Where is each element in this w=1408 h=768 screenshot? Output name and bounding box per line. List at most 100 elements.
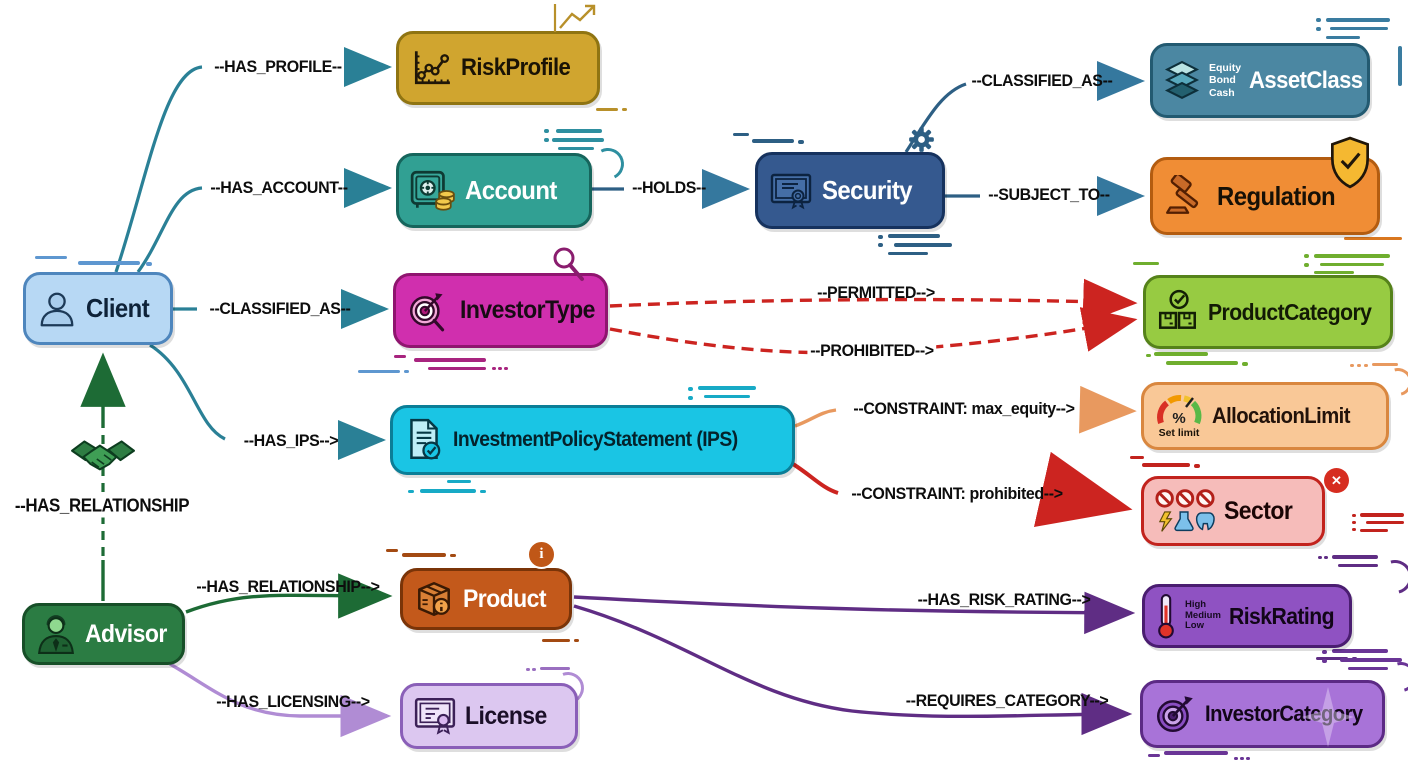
accent-dash (1332, 555, 1378, 559)
accent-dash (1330, 27, 1388, 30)
layers-icon (1163, 60, 1201, 102)
accent-dot (1357, 364, 1361, 367)
assetclass-sublabel-bond: Bond (1209, 74, 1236, 87)
certificate-icon (768, 171, 814, 211)
accent-dash (1332, 649, 1388, 653)
accent-dash (552, 138, 604, 142)
node-license-label: License (465, 701, 547, 730)
trend-up-icon (552, 2, 602, 34)
accent-dash (414, 358, 486, 362)
edge-label-constraint-prohibited: --CONSTRAINT: prohibited--> (851, 484, 1063, 503)
accent-dash (704, 395, 750, 398)
accent-dot (878, 235, 883, 239)
accent-dash (78, 261, 140, 265)
node-regulation: Regulation (1150, 157, 1380, 235)
svg-text:%: % (1172, 410, 1185, 427)
gavel-icon (1163, 175, 1209, 217)
node-regulation-label: Regulation (1217, 180, 1336, 211)
assetclass-sublabels: Equity Bond Cash (1209, 62, 1241, 98)
accent-dot (1242, 362, 1248, 366)
node-sector: Sector (1141, 476, 1325, 546)
edge-label-has-ips: --HAS_IPS--> (243, 431, 339, 450)
target-icon (1153, 692, 1197, 736)
accent-dot (532, 668, 536, 671)
accent-dot (544, 138, 549, 142)
allocationlimit-sublabel: Set limit (1158, 427, 1200, 439)
accent-dot (878, 243, 883, 247)
accent-dash (596, 108, 618, 111)
edge-label-has-relationship-client: --HAS_RELATIONSHIP (12, 494, 192, 518)
accent-dash (1148, 754, 1160, 757)
edge-label-constraint-max-equity: --CONSTRAINT: max_equity--> (853, 399, 1075, 418)
accent-dot (688, 396, 693, 400)
node-product-label: Product (463, 584, 547, 613)
accent-dot (1324, 556, 1328, 559)
accent-dash (540, 667, 570, 670)
accent-dot (798, 140, 804, 144)
accent-dot (544, 129, 549, 133)
accent-dash (1164, 751, 1228, 755)
riskrating-sublabels: High Medium Low (1185, 599, 1221, 633)
accent-dash (1344, 237, 1402, 240)
accent-dash (894, 243, 952, 247)
accent-dot (1364, 364, 1368, 367)
accent-dot (1352, 528, 1356, 531)
document-check-icon (403, 417, 445, 463)
accent-dash (1316, 657, 1348, 660)
accent-dot (1322, 650, 1327, 654)
accent-dot (480, 490, 486, 493)
accent-dot (1234, 757, 1238, 760)
accent-dash (1360, 529, 1388, 532)
accent-dash (1314, 254, 1390, 258)
accent-dot (146, 262, 152, 266)
node-product: Product (400, 568, 572, 630)
node-ips: InvestmentPolicyStatement (IPS) (390, 405, 795, 475)
node-license: License (400, 683, 578, 749)
accent-dash (558, 147, 594, 150)
accent-dash (698, 386, 756, 390)
accent-dash (1366, 521, 1404, 524)
node-allocationlimit: % Set limit AllocationLimit (1141, 382, 1389, 450)
accent-dot (504, 367, 508, 370)
node-riskrating: High Medium Low RiskRating (1142, 584, 1352, 648)
box-info-icon (413, 578, 455, 620)
edge-label-has-account: --HAS_ACCOUNT-- (210, 178, 348, 197)
node-advisor-label: Advisor (85, 619, 167, 648)
node-security: Security (755, 152, 945, 229)
accent-dash (1166, 361, 1238, 365)
accent-dash (733, 133, 749, 136)
accent-dash (1314, 271, 1354, 274)
assetclass-sublabel-cash: Cash (1209, 86, 1235, 99)
prohibited-industries-icon (1154, 487, 1216, 535)
edge-label-has-relationship-product: --HAS_RELATIONSHIP--> (196, 577, 380, 596)
magnifier-icon (550, 246, 586, 284)
info-badge-glyph: i (539, 546, 544, 562)
gauge-icon: % Set limit (1154, 393, 1204, 439)
accent-dash (35, 256, 67, 259)
accent-dash (402, 553, 446, 557)
node-account-label: Account (465, 175, 557, 205)
blocked-badge-icon: ✕ (1324, 468, 1349, 493)
accent-dot (574, 639, 579, 642)
accent-dash (1338, 564, 1378, 567)
node-security-label: Security (822, 175, 913, 205)
accent-dot (404, 370, 409, 373)
accent-dot (492, 367, 496, 370)
node-productcategory: ProductCategory (1143, 275, 1393, 349)
accent-dot (1246, 757, 1250, 760)
accent-dash (1360, 513, 1404, 517)
accent-dot (1316, 27, 1321, 31)
advisor-person-icon (35, 613, 77, 655)
accent-dot (1304, 263, 1309, 267)
accent-dot (688, 387, 693, 391)
gear-icon (908, 126, 935, 153)
accent-dash (428, 367, 486, 370)
riskrating-sublabel-low: Low (1185, 620, 1204, 632)
accent-dash (556, 129, 602, 133)
accent-dash (1348, 667, 1388, 670)
edge-label-classified-as-investor: --CLASSIFIED_AS-- (209, 299, 351, 318)
person-icon (36, 289, 78, 329)
accent-dot (1240, 757, 1244, 760)
node-riskprofile-label: RiskProfile (461, 54, 571, 81)
